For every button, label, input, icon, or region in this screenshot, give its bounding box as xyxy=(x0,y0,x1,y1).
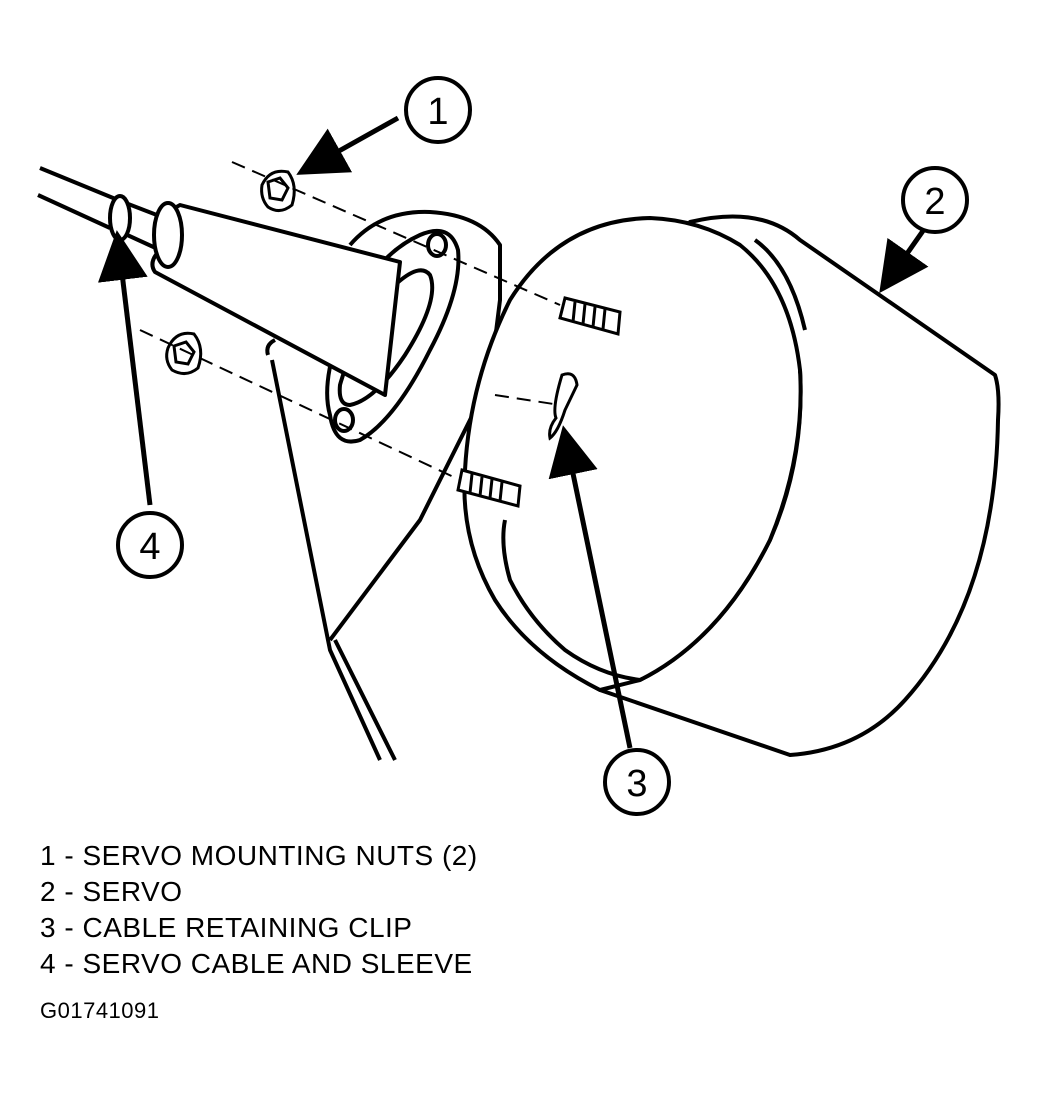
legend-number: 2 xyxy=(40,876,57,907)
legend-separator: - xyxy=(56,876,83,907)
callout-3-arrow xyxy=(548,425,633,749)
servo-body xyxy=(462,214,1001,757)
legend-separator: - xyxy=(56,948,83,979)
legend-number: 1 xyxy=(40,840,57,871)
legend-item: 1 - SERVO MOUNTING NUTS (2) xyxy=(40,838,478,874)
callout-2: 2 xyxy=(901,166,969,234)
servo-mounting-studs xyxy=(456,296,622,508)
callout-3-number: 3 xyxy=(626,763,647,805)
callout-4: 4 xyxy=(116,511,184,579)
legend-number: 4 xyxy=(40,948,57,979)
legend-separator: - xyxy=(56,840,83,871)
callout-1-number: 1 xyxy=(427,91,448,133)
legend-item: 3 - CABLE RETAINING CLIP xyxy=(40,910,478,946)
callout-4-number: 4 xyxy=(139,526,160,568)
legend-number: 3 xyxy=(40,912,57,943)
legend-text: CABLE RETAINING CLIP xyxy=(82,912,413,943)
legend-text: SERVO CABLE AND SLEEVE xyxy=(82,948,473,979)
callout-2-number: 2 xyxy=(924,181,945,223)
servo-mounting-nut-lower xyxy=(165,331,203,375)
servo-mounting-nut-upper xyxy=(260,169,296,212)
assembly-centerlines xyxy=(139,161,561,481)
callout-2-arrow xyxy=(879,226,929,294)
figure-id: G01741091 xyxy=(40,998,160,1023)
legend-item: 4 - SERVO CABLE AND SLEEVE xyxy=(40,946,478,982)
callout-arrows xyxy=(97,115,929,749)
parts-legend: 1 - SERVO MOUNTING NUTS (2) 2 - SERVO 3 … xyxy=(40,838,478,982)
servo-cable-and-sleeve xyxy=(37,166,402,397)
legend-text: SERVO MOUNTING NUTS (2) xyxy=(82,840,478,871)
legend-item: 2 - SERVO xyxy=(40,874,478,910)
legend-text: SERVO xyxy=(82,876,183,907)
callout-4-arrow xyxy=(97,230,153,506)
servo-assembly-drawing: 1 2 3 4 xyxy=(37,76,1001,816)
callout-1: 1 xyxy=(404,76,472,144)
callout-3: 3 xyxy=(603,748,671,816)
callout-1-arrow xyxy=(296,115,400,175)
legend-separator: - xyxy=(56,912,83,943)
